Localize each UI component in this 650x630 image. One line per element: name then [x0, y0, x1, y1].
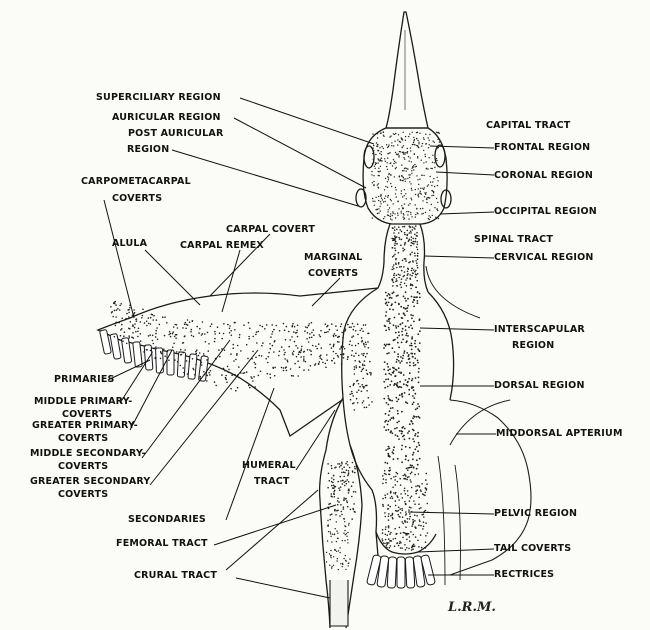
- label-marginal-1: MARGINAL: [304, 252, 363, 263]
- right-ear: [440, 189, 452, 209]
- label-humeral-1: HUMERAL: [242, 460, 296, 471]
- body-outline: [341, 287, 455, 557]
- skin-curve: [425, 265, 481, 319]
- label-greater-secondary-2: COVERTS: [58, 489, 109, 500]
- wing-outline: [96, 287, 379, 438]
- label-interscapular-2: REGION: [512, 340, 555, 351]
- label-carpal-remex: CARPAL REMEX: [180, 240, 264, 251]
- artist-signature: L.R.M.: [448, 600, 496, 615]
- label-primaries: PRIMARIES: [54, 374, 115, 385]
- label-middle-primary-2: COVERTS: [62, 409, 113, 420]
- rectrix-feathers: [366, 554, 436, 589]
- label-marginal-2: COVERTS: [308, 268, 359, 279]
- tarsus: [329, 580, 349, 627]
- label-superciliary-region: SUPERCILIARY REGION: [96, 92, 221, 103]
- label-auricular-region: AURICULAR REGION: [112, 112, 221, 123]
- label-occipital-region: OCCIPITAL REGION: [494, 206, 597, 217]
- tail-fold-line-2: [454, 464, 461, 581]
- label-carpal-covert: CARPAL COVERT: [226, 224, 316, 235]
- neck-outline: [377, 223, 429, 293]
- left-eye: [363, 145, 375, 169]
- label-greater-primary-2: COVERTS: [58, 433, 109, 444]
- label-greater-secondary-1: GREATER SECONDARY: [30, 476, 151, 487]
- label-middle-secondary-2: COVERTS: [58, 461, 109, 472]
- feather-tract-stipple: [110, 131, 441, 571]
- label-carpometacarpal-1: CARPOMETACARPAL: [81, 176, 191, 187]
- right-flap: [449, 399, 532, 576]
- left-ear: [355, 188, 367, 208]
- primary-feathers: [99, 329, 209, 382]
- label-secondaries: SECONDARIES: [128, 514, 206, 525]
- label-post-auricular-1: POST AURICULAR: [128, 128, 224, 139]
- tail-fold-line: [437, 455, 446, 586]
- label-frontal-region: FRONTAL REGION: [494, 142, 591, 153]
- tail-base: [375, 531, 437, 555]
- thigh-outline: [318, 397, 363, 629]
- label-greater-primary-1: GREATER PRIMARY-: [32, 420, 138, 431]
- label-spinal-tract: SPINAL TRACT: [474, 234, 554, 245]
- label-alula: ALULA: [112, 238, 148, 249]
- leader-lines: [103, 97, 496, 599]
- middorsal-curve: [449, 399, 511, 446]
- label-interscapular-1: INTERSCAPULAR: [494, 324, 585, 335]
- label-cervical-region: CERVICAL REGION: [494, 252, 594, 263]
- label-dorsal-region: DORSAL REGION: [494, 380, 585, 391]
- label-rectrices: RECTRICES: [494, 569, 555, 580]
- label-pelvic-region: PELVIC REGION: [494, 508, 578, 519]
- label-tail-coverts: TAIL COVERTS: [494, 543, 572, 554]
- right-eye: [434, 144, 446, 168]
- label-middle-primary-1: MIDDLE PRIMARY-: [34, 396, 133, 407]
- label-middle-secondary-1: MIDDLE SECONDARY-: [30, 448, 146, 459]
- label-carpometacarpal-2: COVERTS: [112, 193, 163, 204]
- label-capital-tract: CAPITAL TRACT: [486, 120, 571, 131]
- label-femoral-tract: FEMORAL TRACT: [116, 538, 208, 549]
- label-middorsal-apterium: MIDDORSAL APTERIUM: [496, 428, 623, 439]
- label-post-auricular-2: REGION: [127, 144, 170, 155]
- label-coronal-region: CORONAL REGION: [494, 170, 594, 181]
- beak-outline: [385, 11, 429, 129]
- label-humeral-2: TRACT: [254, 476, 290, 487]
- label-crural-tract: CRURAL TRACT: [134, 570, 218, 581]
